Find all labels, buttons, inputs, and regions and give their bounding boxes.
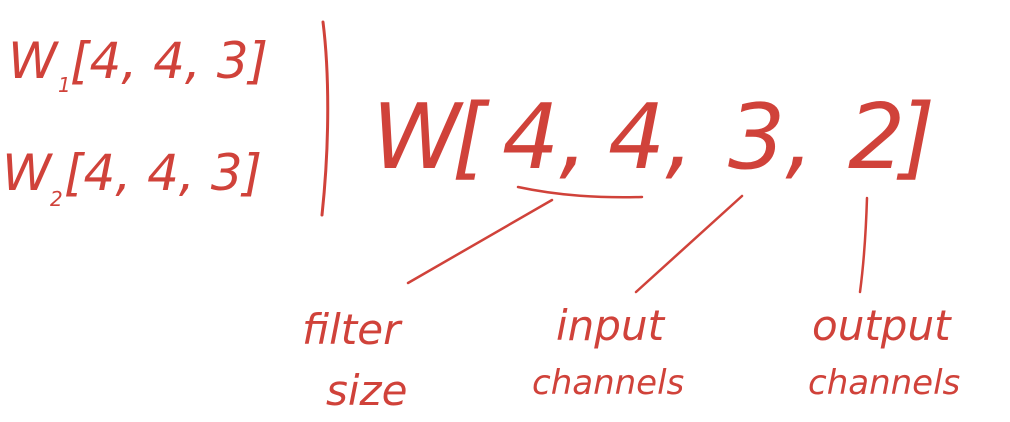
- annotation-filter-size-line-1: filter: [302, 305, 403, 354]
- main-tensor-close-bracket: ]: [896, 85, 935, 190]
- left-tensor-w1: W 1 [4, 4, 3]: [8, 32, 268, 97]
- annotation-input-channels: input channels: [532, 301, 684, 403]
- left-tensor-w2-subscript: 2: [50, 187, 63, 211]
- left-tensor-w2: W 2 [4, 4, 3]: [2, 144, 262, 211]
- main-tensor-dim-3: 3,: [728, 85, 814, 190]
- annotation-output-channels: output channels: [808, 301, 960, 403]
- left-tensor-w1-subscript: 1: [58, 73, 71, 97]
- separator-line: [320, 20, 330, 217]
- output-channels-connector: [858, 196, 869, 294]
- annotation-input-channels-line-2: channels: [532, 363, 684, 403]
- filter-size-underline: [516, 185, 644, 199]
- main-tensor-dim-1: 4,: [502, 85, 588, 190]
- annotation-input-channels-line-1: input: [556, 301, 666, 350]
- annotation-filter-size: filter size: [302, 305, 407, 415]
- annotation-filter-size-line-2: size: [326, 366, 407, 415]
- annotation-output-channels-line-1: output: [812, 301, 952, 350]
- left-tensor-w1-base: W: [8, 32, 59, 90]
- left-tensor-w1-shape: [4, 4, 3]: [70, 32, 268, 90]
- main-tensor: W [ 4, 4, 3, 2 ]: [372, 85, 935, 190]
- main-tensor-dim-2: 4,: [608, 85, 694, 190]
- filter-size-connector: [406, 198, 554, 285]
- main-tensor-open-bracket: [: [452, 85, 490, 190]
- annotation-output-channels-line-2: channels: [808, 363, 960, 403]
- input-channels-connector: [634, 194, 744, 294]
- main-tensor-base: W: [372, 85, 464, 190]
- main-tensor-dim-4: 2: [848, 85, 905, 190]
- left-tensor-w2-base: W: [2, 144, 53, 202]
- left-tensor-w2-shape: [4, 4, 3]: [64, 144, 262, 202]
